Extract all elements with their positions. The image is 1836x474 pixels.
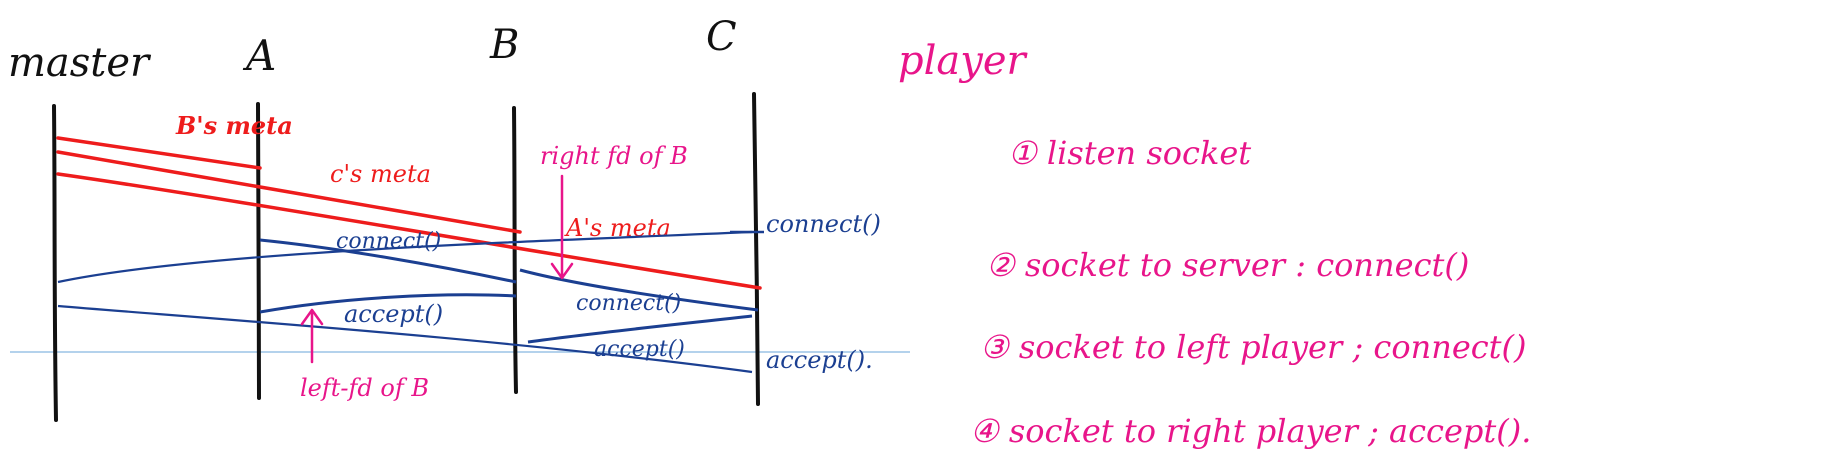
player-step-2: ② socket to server : connect() (986, 246, 1469, 284)
lane-label-b: B (489, 22, 519, 68)
connect-b-label: connect() (576, 291, 681, 316)
c-meta-label: c's meta (330, 160, 431, 188)
right-fd-annotation: right fd of B (540, 142, 688, 170)
connect-a-line (259, 238, 517, 284)
player-step-3: ③ socket to left player ; connect() (980, 328, 1527, 366)
b-meta-label: B's meta (175, 111, 293, 140)
accept-c-label: accept(). (766, 346, 873, 374)
accept-a-line (259, 293, 517, 314)
a-meta-arrow (56, 172, 762, 290)
accept-b-line (527, 314, 753, 344)
lifeline-c (752, 92, 760, 406)
accept-a-label: accept() (344, 300, 443, 328)
left-fd-arrow (300, 308, 324, 364)
c-meta-arrow (56, 150, 522, 234)
master-to-c-line (57, 230, 753, 284)
lifeline-a (256, 102, 261, 400)
connect-b-line (519, 268, 759, 312)
b-meta-arrow (56, 136, 262, 170)
connect-a-label: connect() (336, 229, 441, 254)
player-step-4: ④ socket to right player ; accept(). (970, 412, 1531, 450)
connect-c-label: connect() (766, 210, 881, 238)
player-title: player (898, 38, 1029, 84)
lifeline-master (52, 104, 58, 422)
lifeline-b (512, 106, 518, 394)
lane-label-master: master (8, 40, 152, 86)
player-step-1: ① listen socket (1008, 134, 1251, 172)
lane-label-c: C (706, 14, 737, 60)
lane-label-a: A (242, 31, 276, 80)
master-lower-line (57, 304, 753, 374)
accept-b-label: accept() (594, 337, 685, 362)
right-fd-arrow (550, 174, 574, 280)
left-fd-annotation: left-fd of B (300, 374, 429, 402)
